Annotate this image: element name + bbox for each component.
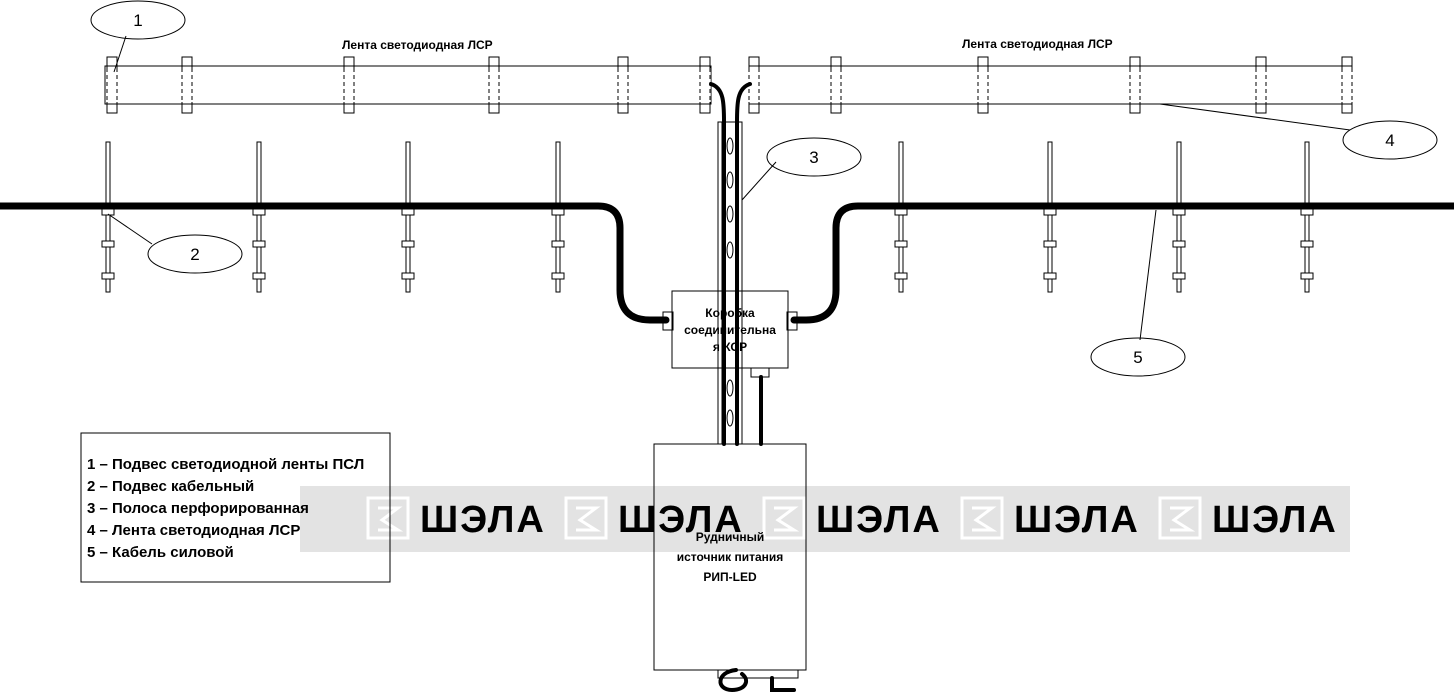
cable-hanger: [401, 141, 415, 293]
strip-feed-wire-right: [735, 82, 752, 446]
strip-hanger: [699, 56, 711, 114]
watermark-text: ШЭЛА: [816, 499, 942, 541]
strip-hanger: [1255, 56, 1267, 114]
callout-1: 1: [90, 0, 186, 73]
power-source-line-3: РИП-LED: [703, 570, 757, 584]
psu-output-loop: [718, 668, 749, 692]
junction-box: Коробка соединительна я КСР: [662, 290, 798, 378]
callout-4: 4: [1159, 103, 1438, 160]
watermark-logo: ШЭЛА: [762, 496, 942, 541]
strip-hanger: [1129, 56, 1141, 114]
legend: 1 – Подвес светодиодной ленты ПСЛ 2 – По…: [80, 432, 391, 583]
watermark: ШЭЛА ШЭЛА ШЭЛА ШЭЛА ШЭЛА: [300, 486, 1350, 552]
cable-hanger: [252, 141, 266, 293]
watermark-text: ШЭЛА: [618, 499, 744, 541]
strip-hanger: [106, 56, 118, 114]
cable-hanger: [1300, 141, 1314, 293]
watermark-text: ШЭЛА: [1212, 499, 1338, 541]
watermark-logo: ШЭЛА: [1158, 496, 1338, 541]
strip-hanger: [343, 56, 355, 114]
callout-5-number: 5: [1133, 348, 1142, 367]
power-cable-right: [790, 202, 1454, 324]
legend-item-1: 1 – Подвес светодиодной ленты ПСЛ: [87, 456, 364, 473]
legend-item-3: 3 – Полоса перфорированная: [87, 500, 309, 517]
junction-box-line-2: соединительна: [684, 323, 776, 337]
perforation-hole: [726, 171, 734, 189]
cable-hanger: [1172, 141, 1186, 293]
legend-item-5: 5 – Кабель силовой: [87, 544, 234, 561]
perforation-hole: [726, 409, 734, 427]
psu-output-lead: [770, 676, 796, 692]
watermark-logo: ШЭЛА: [564, 496, 744, 541]
strip-hanger: [977, 56, 989, 114]
junction-box-line-3: я КСР: [713, 340, 747, 354]
perforation-hole: [726, 241, 734, 259]
callout-1-number: 1: [133, 11, 142, 30]
callout-2-number: 2: [190, 245, 199, 264]
cable-hanger: [894, 141, 908, 293]
perforation-hole: [726, 205, 734, 223]
strip-hanger: [1341, 56, 1353, 114]
callout-3-number: 3: [809, 148, 818, 167]
cable-hanger: [101, 141, 115, 293]
strip-hanger: [830, 56, 842, 114]
watermark-text: ШЭЛА: [1014, 499, 1140, 541]
led-strip-hangers: [106, 56, 1353, 114]
strip-right-label: Лента светодиодная ЛСР: [962, 37, 1113, 51]
callout-5: 5: [1090, 209, 1186, 377]
power-source-line-1: Рудничный: [696, 530, 764, 544]
cable-hanger: [1043, 141, 1057, 293]
legend-item-4: 4 – Лента светодиодная ЛСР: [87, 522, 300, 539]
strip-hanger: [181, 56, 193, 114]
junction-box-line-1: Коробка: [705, 306, 755, 320]
callout-3: 3: [741, 137, 862, 201]
watermark-logo: ШЭЛА: [960, 496, 1140, 541]
power-cable-left: [0, 202, 670, 324]
strip-hanger: [617, 56, 629, 114]
perforation-hole: [726, 137, 734, 155]
strip-hanger: [488, 56, 500, 114]
callout-2: 2: [107, 213, 243, 274]
callout-4-number: 4: [1385, 131, 1394, 150]
cable-hangers: [101, 141, 1314, 293]
strip-left-label: Лента светодиодная ЛСР: [342, 38, 493, 52]
power-source: Рудничный источник питания РИП-LED: [653, 443, 807, 692]
perforation-hole: [726, 379, 734, 397]
watermark-logo: ШЭЛА: [366, 496, 546, 541]
cable-hanger: [551, 141, 565, 293]
watermark-text: ШЭЛА: [420, 499, 546, 541]
power-source-line-2: источник питания: [677, 550, 784, 564]
legend-item-2: 2 – Подвес кабельный: [87, 478, 254, 495]
strip-feed-wire-left: [709, 82, 726, 446]
